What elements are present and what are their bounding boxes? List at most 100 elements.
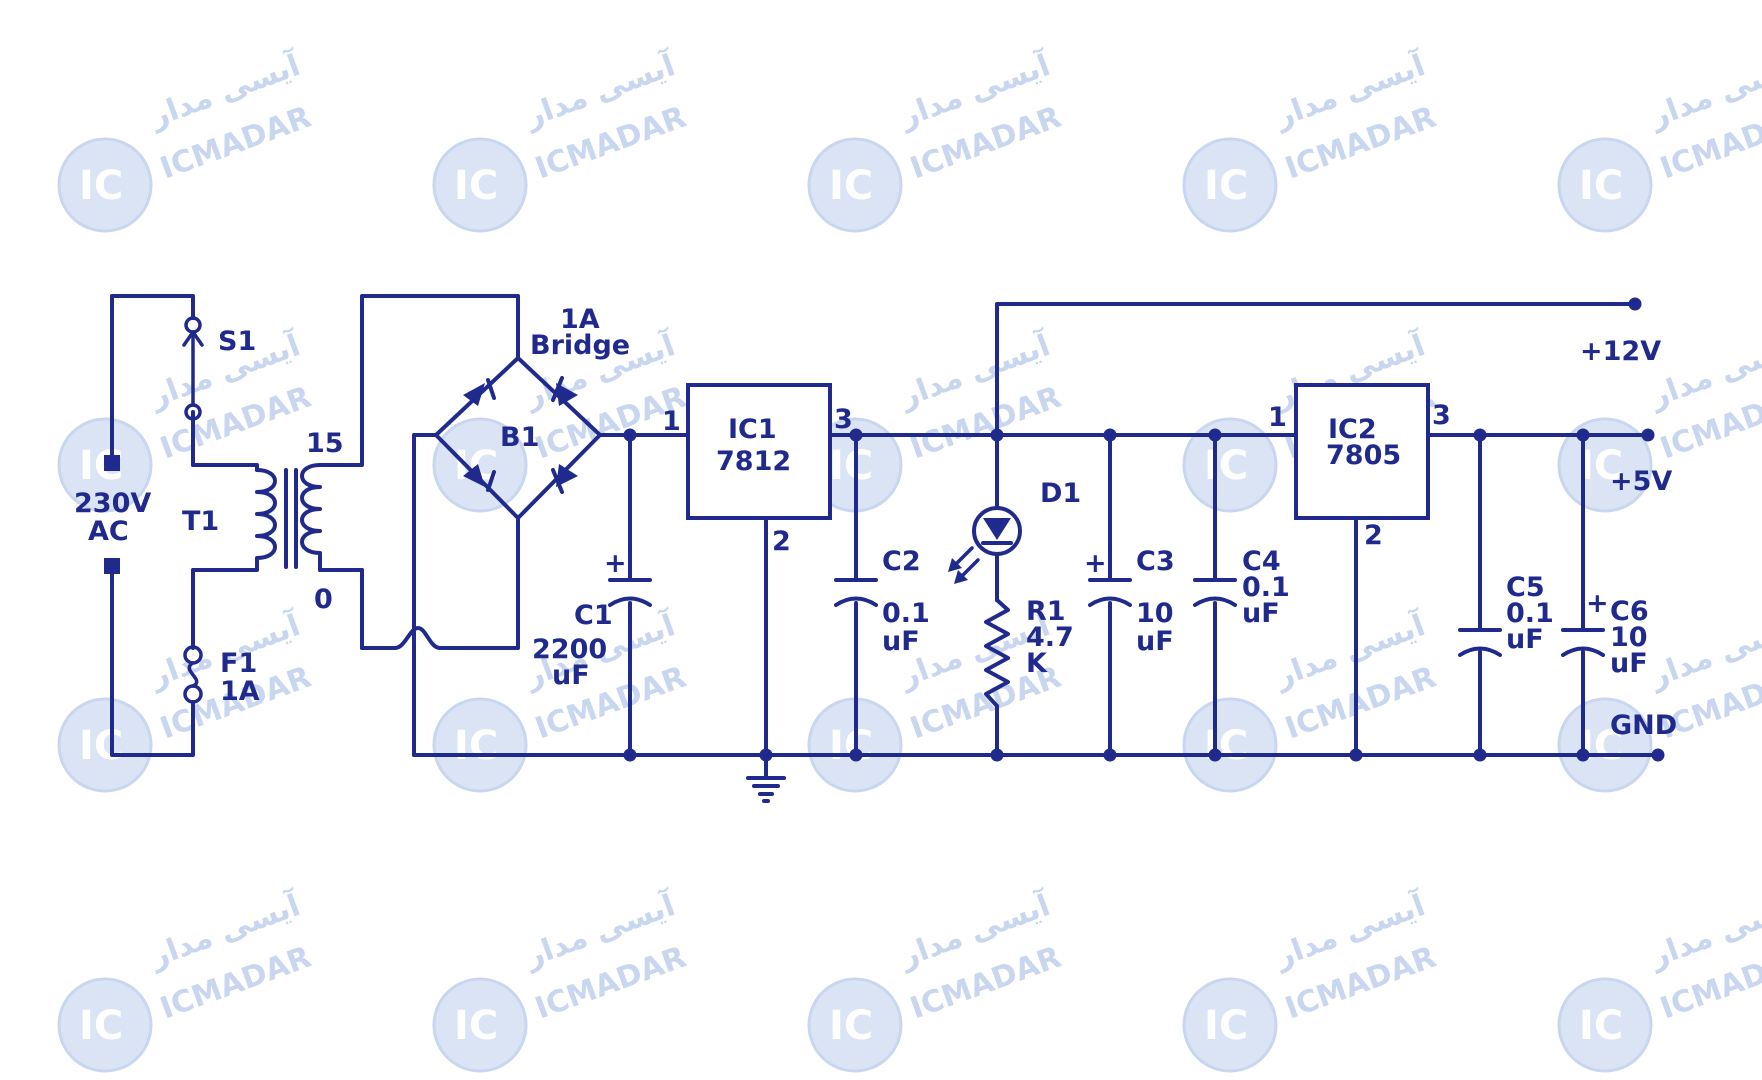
label-c6-plus: + (1586, 588, 1609, 619)
label-r1: R1 (1026, 596, 1066, 627)
label-c4-value: 0.1 (1242, 572, 1290, 603)
label-out-12v: +12V (1580, 336, 1661, 367)
bridge-diode-1 (463, 378, 496, 406)
label-out-gnd: GND (1610, 710, 1677, 741)
svg-text:IC: IC (829, 443, 873, 489)
label-c3-plus: + (1084, 548, 1107, 579)
label-ic1: IC1 (728, 414, 777, 445)
svg-text:IC: IC (1204, 163, 1248, 209)
label-c6-value: 10 (1610, 622, 1648, 653)
regulator-ic1 (686, 383, 832, 520)
label-c1-value: 2200 (532, 634, 607, 665)
capacitor-c3 (1088, 578, 1132, 607)
label-ic2: IC2 (1328, 414, 1377, 445)
svg-text:IC: IC (454, 1003, 498, 1049)
svg-text:IC: IC (454, 163, 498, 209)
label-c3-value: 10 (1136, 598, 1174, 629)
label-d1: D1 (1040, 478, 1081, 509)
bridge-diode-2 (551, 376, 578, 406)
svg-text:IC: IC (79, 163, 123, 209)
label-input-voltage: 230V (74, 488, 151, 519)
svg-text:IC: IC (1204, 723, 1248, 769)
label-c2-value: 0.1 (882, 598, 930, 629)
label-c2-unit: uF (882, 626, 920, 657)
label-c1-unit: uF (552, 660, 590, 691)
wiring (110, 294, 1660, 778)
regulator-ic2 (1294, 383, 1430, 520)
label-ic2-pin-in: 1 (1268, 402, 1287, 433)
label-ic2-part: 7805 (1326, 440, 1401, 471)
svg-text:IC: IC (1204, 1003, 1248, 1049)
capacitor-c6 (1561, 628, 1605, 657)
label-c1: C1 (574, 600, 613, 631)
bridge-diode-4 (551, 464, 578, 494)
label-r1-unit: K (1026, 648, 1048, 679)
label-c4: C4 (1242, 546, 1281, 577)
label-b1: B1 (500, 422, 539, 453)
svg-text:IC: IC (79, 1003, 123, 1049)
label-c2: C2 (882, 546, 921, 577)
svg-text:IC: IC (1579, 163, 1623, 209)
svg-text:IC: IC (1579, 723, 1623, 769)
label-c5: C5 (1506, 572, 1545, 603)
label-ic1-part: 7812 (716, 446, 791, 477)
transformer-t1 (255, 463, 323, 572)
capacitor-c1 (608, 578, 652, 607)
label-c4-unit: uF (1242, 598, 1280, 629)
ground-symbol (746, 776, 786, 803)
svg-text:IC: IC (1579, 443, 1623, 489)
label-ic2-pin-out: 3 (1432, 400, 1451, 431)
label-c6: C6 (1610, 596, 1649, 627)
label-out-5v: +5V (1610, 466, 1672, 497)
fuse-f1 (183, 645, 203, 704)
label-c3: C3 (1136, 546, 1175, 577)
label-ic1-pin-gnd: 2 (772, 526, 791, 557)
svg-text:IC: IC (454, 723, 498, 769)
bridge-diode-3 (463, 464, 496, 492)
svg-text:IC: IC (829, 163, 873, 209)
label-c5-unit: uF (1506, 624, 1544, 655)
junction-dots (623, 297, 1665, 762)
switch-s1 (182, 316, 204, 421)
led-d1 (948, 506, 1022, 584)
svg-text:IC: IC (1204, 443, 1248, 489)
label-f1: F1 (220, 648, 257, 679)
label-t1: T1 (182, 506, 219, 537)
label-c1-plus: + (604, 548, 627, 579)
capacitor-c2 (834, 578, 878, 607)
label-tap-15: 15 (306, 428, 344, 459)
label-bridge-rating: 1A (560, 304, 600, 335)
svg-text:IC: IC (1579, 1003, 1623, 1049)
svg-text:IC: IC (79, 723, 123, 769)
label-input-ac: AC (88, 516, 129, 547)
capacitor-c4 (1193, 578, 1237, 607)
labels: S1 230V AC T1 15 0 F1 1A 1A Bridge B1 1 … (74, 304, 1677, 741)
ac-terminal-bottom (104, 558, 120, 574)
label-bridge-type: Bridge (530, 330, 630, 361)
label-ic2-pin-gnd: 2 (1364, 520, 1383, 551)
label-s1: S1 (218, 326, 256, 357)
capacitor-c5 (1458, 628, 1502, 657)
label-c3-unit: uF (1136, 626, 1174, 657)
label-r1-value: 4.7 (1026, 622, 1074, 653)
label-ic1-pin-in: 1 (662, 406, 681, 437)
label-c5-value: 0.1 (1506, 598, 1554, 629)
label-tap-0: 0 (314, 584, 333, 615)
resistor-r1 (984, 598, 1010, 708)
label-ic1-pin-out: 3 (834, 404, 853, 435)
label-c6-unit: uF (1610, 648, 1648, 679)
svg-text:IC: IC (829, 1003, 873, 1049)
